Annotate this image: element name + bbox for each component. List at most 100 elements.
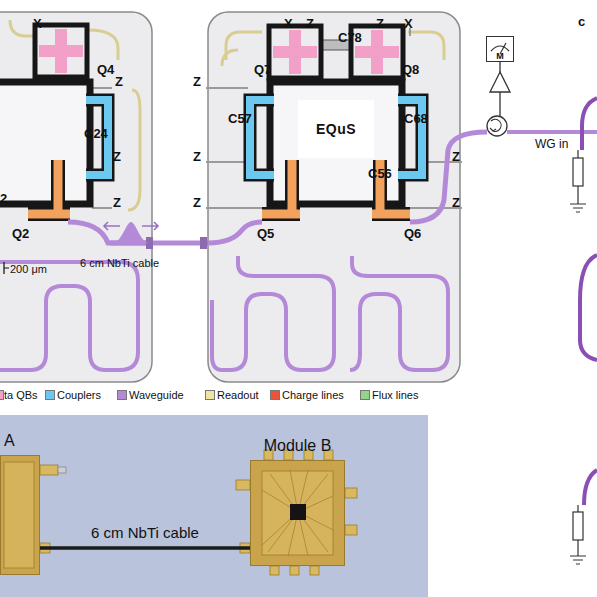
component-label: Z (115, 74, 123, 89)
legend-text: Waveguide (129, 388, 184, 402)
legend-text: Couplers (57, 388, 101, 402)
component-label: C56 (368, 166, 392, 181)
module-box: Module B (250, 460, 345, 566)
data-qubit (55, 29, 67, 73)
legend-text: Flux lines (372, 388, 418, 402)
waveguide (68, 222, 150, 243)
waveguide-meander (212, 256, 334, 370)
node-text: EQuS (316, 121, 356, 137)
component-label: Z (452, 149, 460, 164)
module-body (250, 460, 345, 566)
device-photo (0, 415, 428, 597)
component-label: C78 (338, 30, 362, 45)
legend-text: ta QBs (4, 388, 38, 402)
module-body (0, 455, 40, 575)
component-label: Z (376, 16, 384, 31)
component-label: Q2 (12, 226, 29, 241)
flux-line (206, 28, 462, 208)
component-label: Q4 (97, 62, 114, 77)
node-text: A (4, 432, 15, 450)
chip-center-box: EQuS (298, 100, 374, 158)
pulse-arrow (104, 222, 158, 230)
component-label: Z (193, 74, 201, 89)
resistor-lead (570, 150, 586, 564)
chip-die (290, 504, 306, 520)
legend-swatch (205, 390, 215, 400)
annotation-text: WG in (535, 137, 568, 152)
component-label: Q7 (254, 62, 271, 77)
component-label: Z (193, 149, 201, 164)
waveguide-curve (584, 470, 597, 505)
cable-label: 6 cm NbTi cable (91, 524, 199, 541)
sma-connector (345, 525, 357, 535)
component-label: C68 (404, 111, 428, 126)
cable-connector (200, 237, 207, 249)
waveguide-curve (582, 98, 597, 150)
legend: ta QBs Couplers Waveguide Readout Charge lin… (0, 388, 597, 404)
cable-connector (40, 546, 250, 550)
photon-pulse (112, 222, 150, 243)
component-label: X (284, 16, 293, 31)
waveguide (208, 222, 262, 243)
sma-connector (310, 566, 319, 575)
legend-text: Charge lines (282, 388, 344, 402)
chip-traces (262, 470, 333, 556)
component-label: Z (452, 195, 460, 210)
component-label: Q5 (257, 226, 274, 241)
legend-swatch (0, 390, 4, 400)
legend-swatch (117, 390, 127, 400)
chip-substrate (0, 12, 152, 382)
coupler-outline (262, 160, 410, 214)
component-label: Q8 (402, 62, 419, 77)
component-label: c (578, 14, 585, 29)
qubit-pad (269, 26, 321, 78)
node-text: Module B (264, 437, 332, 455)
sma-connector (40, 465, 58, 475)
waveguide-meander (0, 262, 138, 370)
node-text: M (496, 51, 504, 61)
component-label: Q6 (404, 226, 421, 241)
module-inner (262, 471, 333, 555)
coupler (28, 160, 70, 214)
legend-swatch (45, 390, 55, 400)
data-qubit (371, 30, 383, 74)
component-label: C57 (228, 111, 252, 126)
resistor-symbol (573, 158, 583, 186)
legend-text: Readout (217, 388, 259, 402)
coupler (250, 100, 422, 175)
sma-connector (58, 467, 66, 473)
component-label: Z (113, 195, 121, 210)
module-inner (4, 462, 34, 568)
annotation-text: 200 μm (10, 262, 47, 277)
coupler (262, 160, 410, 214)
cable-schematic (104, 222, 212, 249)
waveguide (410, 132, 487, 222)
sma-connector (270, 566, 279, 575)
component-label: Z (306, 16, 314, 31)
circulator-arrow (490, 119, 501, 131)
qubit-pad (35, 25, 87, 77)
component-label: C24 (84, 126, 108, 141)
waveguide-curve (580, 255, 597, 360)
chip-substrate (208, 12, 460, 382)
meter-box: M (486, 36, 514, 62)
coupler-outline (28, 160, 70, 214)
component-label: X (33, 16, 42, 31)
component-label: 2 (0, 191, 7, 206)
coupler-outline (250, 100, 422, 175)
sma-connector (40, 543, 50, 553)
panel-c (570, 98, 597, 564)
waveguide-meander (350, 256, 448, 370)
module-box: A (0, 455, 40, 575)
chip-frame (0, 82, 90, 204)
annotation-text: 6 cm NbTi cable (80, 256, 159, 271)
readout-line (222, 32, 444, 66)
sma-connector (345, 488, 357, 498)
component-label: Z (113, 149, 121, 164)
data-qubit (289, 30, 301, 74)
circulator-symbol (487, 116, 507, 136)
